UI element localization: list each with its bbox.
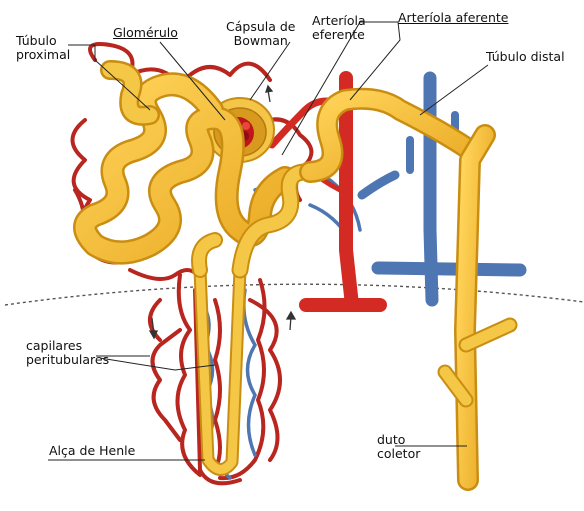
label-capsula-bowman: Cápsula de Bowman <box>226 20 296 48</box>
label-arteriola-aferente: Arteríola aferente <box>398 11 508 25</box>
label-duto-coletor: duto coletor <box>377 433 420 461</box>
label-arteriola-eferente: Arteríola eferente <box>312 14 366 42</box>
duto-coletor-tube <box>445 135 510 480</box>
label-tubulo-distal: Túbulo distal <box>486 50 565 64</box>
cortex-medulla-boundary <box>5 284 584 305</box>
label-tubulo-proximal: Túbulo proximal <box>16 34 70 62</box>
label-alca-de-henle: Alça de Henle <box>49 444 135 458</box>
tubulo-distal-tube <box>310 99 470 172</box>
label-capilares-peritubulares: capilares peritubulares <box>26 339 109 367</box>
label-glomerulo: Glomérulo <box>113 26 178 40</box>
